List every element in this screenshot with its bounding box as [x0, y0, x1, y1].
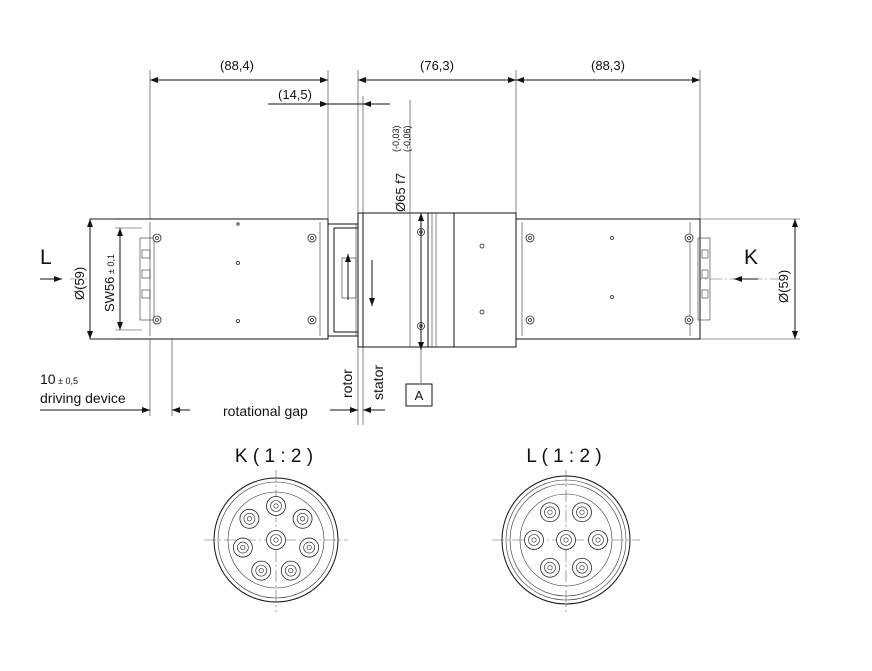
dim-diameter-right: Ø(59): [776, 270, 791, 303]
connector-pin: [239, 508, 260, 529]
rotational-gap-label: rotational gap: [223, 403, 308, 419]
connector-pin: [299, 537, 320, 558]
connector-pin: [232, 537, 253, 558]
datum-label: A: [415, 388, 424, 403]
dim-length-right: (88,3): [591, 58, 625, 73]
connector-pin: [540, 502, 560, 523]
connector-pin: [292, 508, 313, 529]
dim-length-left: (88,4): [220, 58, 254, 73]
stator-label: stator: [370, 365, 386, 400]
connector-pin: [251, 560, 272, 581]
detail-title-l: L ( 1 : 2 ): [526, 446, 601, 467]
datum-box: [405, 383, 433, 407]
connector-pin: [266, 496, 286, 516]
stator-body: [357, 212, 517, 348]
left-housing: [89, 218, 329, 340]
connector-pin: [280, 560, 301, 581]
connector-pin: [540, 557, 560, 578]
rotor-coupling: [327, 223, 359, 337]
dim-offset: (14,5): [278, 87, 312, 102]
detail-view-k: K ( 1 : 2 ): [204, 446, 348, 612]
right-housing: [515, 218, 711, 340]
detail-view-l: L ( 1 : 2 ): [492, 446, 640, 612]
connector-pin-center: [266, 530, 286, 550]
connector-pin: [572, 502, 592, 523]
dim-tolerance-lower: (-0,06): [402, 125, 412, 152]
side-view: (88,4) (76,3) (88,3) (14,5) Ø65 f7 (-0,0…: [40, 58, 800, 425]
view-label-k: K: [744, 246, 758, 269]
connector-pin: [572, 557, 592, 578]
connector-pin: [588, 530, 608, 550]
connector-pin: [524, 530, 544, 550]
driving-value: 10: [40, 371, 56, 387]
connector-pin-center: [556, 530, 576, 550]
dim-width-left-tol: ± 0,1: [106, 254, 116, 274]
view-label-l: L: [40, 246, 52, 269]
driving-tolerance: ± 0,5: [58, 376, 78, 386]
dim-diameter-left: Ø(59): [72, 267, 87, 300]
dim-length-middle: (76,3): [420, 58, 454, 73]
detail-title-k: K ( 1 : 2 ): [235, 446, 313, 467]
driving-device-label: driving device: [40, 390, 126, 406]
dim-tolerance-upper: (-0,03): [391, 125, 401, 152]
rotor-label: rotor: [339, 369, 355, 398]
dim-diameter-main: Ø65 f7: [393, 173, 408, 212]
dim-width-left: SW56: [102, 277, 117, 312]
